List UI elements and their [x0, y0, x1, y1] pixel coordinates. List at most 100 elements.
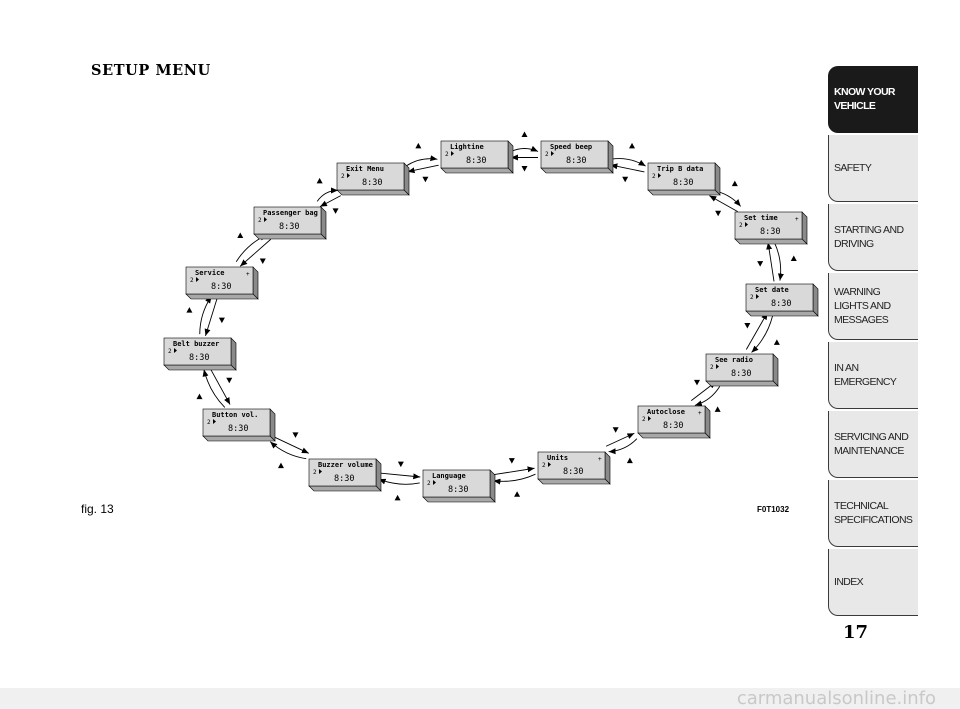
display-indicator: 2 [642, 416, 646, 423]
connector-arrow-inner [239, 238, 272, 267]
down-button-icon [612, 427, 619, 433]
up-button-icon [316, 177, 323, 184]
down-button-icon [332, 208, 339, 214]
display-indicator: 2 [427, 480, 431, 487]
connector-arrow-outer [611, 158, 646, 167]
play-icon [174, 348, 177, 353]
up-button-icon [237, 232, 244, 239]
down-button-icon [259, 258, 266, 264]
display-time: 8:30 [771, 299, 791, 309]
connector-arrow-inner [605, 432, 635, 447]
up-button-icon [514, 491, 521, 497]
connector-arrow-outer [378, 478, 420, 485]
up-button-icon [790, 255, 797, 261]
display-time: 8:30 [448, 485, 468, 495]
display-indicator: 2 [207, 419, 211, 426]
menu-item-label: Lightine [450, 143, 484, 151]
down-button-icon [292, 432, 299, 438]
connector-arrow-inner [766, 242, 775, 282]
display-time: 8:30 [211, 282, 231, 292]
connector-arrow-inner [709, 195, 738, 213]
display-indicator: 2 [190, 277, 194, 284]
connector-arrow-outer [694, 386, 721, 407]
connector-arrow-outer [751, 315, 774, 353]
menu-item-label: Autoclose [647, 408, 685, 416]
chapter-tab-starting-and-driving[interactable]: STARTING AND DRIVING [828, 204, 918, 271]
down-button-icon [757, 261, 764, 267]
play-icon [264, 217, 267, 222]
chapter-tab-warning-lights-and-messages[interactable]: WARNING LIGHTS AND MESSAGES [828, 273, 918, 340]
menu-item-label: Exit Menu [346, 165, 384, 173]
display-indicator: 2 [168, 348, 172, 355]
display-indicator: 2 [258, 217, 262, 224]
page-number: 17 [843, 622, 869, 643]
up-button-icon [521, 131, 528, 137]
down-button-icon [218, 317, 225, 324]
chapter-tab-safety[interactable]: SAFETY [828, 135, 918, 202]
down-button-icon [508, 458, 515, 464]
display-time: 8:30 [466, 156, 486, 166]
display-indicator: 2 [542, 462, 546, 469]
chapter-tab-in-an-emergency[interactable]: IN AN EMERGENCY [828, 342, 918, 409]
connector-arrow-outer [202, 369, 226, 408]
play-icon [648, 416, 651, 421]
menu-item-label: Belt buzzer [173, 340, 219, 348]
watermark: carmanualsonline.info [0, 688, 960, 709]
up-button-icon [196, 393, 203, 400]
display-time: 8:30 [563, 467, 583, 477]
connector-arrow-outer [199, 295, 212, 335]
chapter-tab-know-your-vehicle[interactable]: KNOW YOUR VEHICLE [828, 66, 918, 133]
up-button-icon [394, 494, 401, 501]
chapter-tab-index[interactable]: INDEX [828, 549, 918, 616]
menu-item-label: Passenger bag [263, 209, 318, 217]
down-button-icon [693, 379, 700, 386]
connector-arrow-inner [407, 164, 439, 174]
chapter-tab-servicing-and-maintenance[interactable]: SERVICING AND MAINTENANCE [828, 411, 918, 478]
connector-arrow-inner [610, 163, 645, 173]
play-icon [451, 151, 454, 156]
display-time: 8:30 [279, 222, 299, 232]
display-indicator: 2 [750, 294, 754, 301]
connector-arrow-outer [773, 241, 784, 281]
up-button-icon [714, 406, 721, 412]
display-time: 8:30 [566, 156, 586, 166]
down-button-icon [422, 176, 429, 183]
chapter-tab-technical-specifications[interactable]: TECHNICAL SPECIFICATIONS [828, 480, 918, 547]
connector-arrow-inner [492, 466, 535, 476]
menu-item-label: Units [547, 454, 568, 462]
up-button-icon [629, 142, 636, 149]
connector-arrow-inner [319, 195, 341, 208]
display-indicator: 2 [710, 364, 714, 371]
figure-code: F0T1032 [757, 505, 790, 514]
menu-item-label: Set date [755, 286, 789, 294]
up-button-icon [626, 457, 633, 464]
connector-arrow-outer [493, 473, 536, 485]
connector-arrow-outer [269, 441, 307, 460]
watermark-text: carmanualsonline.info [736, 688, 936, 709]
play-icon [347, 173, 350, 178]
display-indicator: 2 [652, 173, 656, 180]
display-time: 8:30 [673, 178, 693, 188]
play-icon [716, 364, 719, 369]
play-icon [548, 462, 551, 467]
play-icon [745, 222, 748, 227]
display-indicator: 2 [341, 173, 345, 180]
menu-item-label: See radio [715, 356, 753, 364]
menu-item-label: Set time [744, 214, 778, 222]
display-time: 8:30 [663, 421, 683, 431]
menu-item-label: Service [195, 269, 225, 277]
